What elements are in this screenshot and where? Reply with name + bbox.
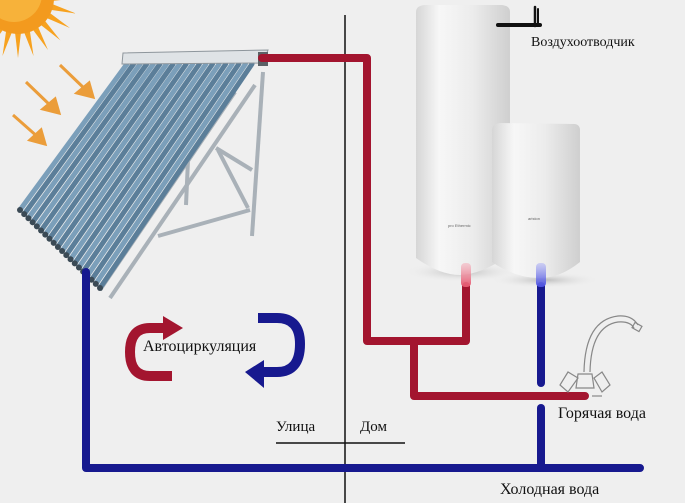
vacuum-tube <box>68 61 209 262</box>
vacuum-tube <box>80 61 229 275</box>
sun-ray <box>32 25 48 50</box>
vacuum-tube <box>42 61 169 238</box>
tube-end-cap <box>88 276 95 283</box>
vacuum-tube <box>17 61 130 213</box>
tube-end-cap <box>54 243 61 250</box>
collector-manifold <box>121 49 269 66</box>
small-water-tank: ariston <box>490 123 600 288</box>
hot-outlet-glow <box>461 263 471 287</box>
autocirculation-arrows <box>124 313 306 388</box>
air-vent-label: Воздухоотводчик <box>531 35 635 50</box>
tube-end-cap <box>21 211 28 218</box>
vacuum-tube <box>21 61 137 217</box>
sun-icon <box>0 0 76 58</box>
hot-water-pipe <box>258 54 589 400</box>
svg-text:pro Ethermic: pro Ethermic <box>448 223 471 228</box>
sun-ray <box>39 19 61 41</box>
tube-end-cap <box>71 260 78 267</box>
vacuum-tube <box>38 61 163 234</box>
tube-end-cap <box>33 223 40 230</box>
home-label: Дом <box>360 419 387 435</box>
tube-end-cap <box>63 252 70 259</box>
vacuum-tube <box>30 61 150 225</box>
vacuum-tube <box>76 61 222 270</box>
tube-end-cap <box>92 280 99 287</box>
vacuum-tube <box>55 61 189 250</box>
sun-ray <box>23 29 34 56</box>
vacuum-tubes <box>17 61 255 291</box>
tube-end-cap <box>59 248 66 255</box>
tube-end-cap <box>46 235 53 242</box>
arrow-icon <box>24 80 62 116</box>
tube-end-cap <box>38 227 45 234</box>
tube-end-cap <box>50 239 57 246</box>
sun-ray-arrows <box>12 63 96 147</box>
vacuum-tube <box>51 61 183 246</box>
vacuum-tube <box>63 61 202 258</box>
tube-end-cap <box>17 207 23 213</box>
sun-ray <box>14 31 22 58</box>
tube-end-cap <box>67 256 74 263</box>
circular-arrow-hot-icon <box>124 316 183 381</box>
sun-ray <box>45 12 70 28</box>
svg-text:ariston: ariston <box>528 216 540 221</box>
tube-end-cap <box>42 231 49 238</box>
vacuum-tube <box>89 61 242 283</box>
arrow-icon <box>12 113 48 147</box>
circular-arrow-cold-icon <box>245 313 306 388</box>
vacuum-tube <box>97 61 255 291</box>
tube-end-cap <box>75 264 82 271</box>
sun-ray <box>2 29 13 56</box>
sun-ray <box>51 0 61 2</box>
vacuum-tube <box>46 61 176 242</box>
vacuum-tube <box>93 61 248 287</box>
tube-end-cap <box>25 215 32 222</box>
cold-outlet-glow <box>536 263 546 287</box>
vacuum-tube <box>25 61 143 221</box>
sun-ray <box>49 3 76 14</box>
arrow-icon <box>58 63 96 100</box>
cold-water-label: Холодная вода <box>500 481 600 498</box>
faucet-icon <box>559 315 643 397</box>
vacuum-tube <box>59 61 196 254</box>
vacuum-tube <box>84 61 235 279</box>
street-label: Улица <box>276 419 316 435</box>
cold-water-pipe <box>82 268 644 472</box>
vacuum-tube <box>72 61 216 266</box>
autocirculation-label: Автоциркуляция <box>143 338 257 355</box>
air-vent-valve <box>496 5 542 28</box>
tube-end-cap <box>29 219 36 226</box>
hot-water-label: Горячая вода <box>558 405 646 422</box>
tube-end-cap <box>97 285 103 291</box>
vacuum-tube <box>34 61 156 229</box>
